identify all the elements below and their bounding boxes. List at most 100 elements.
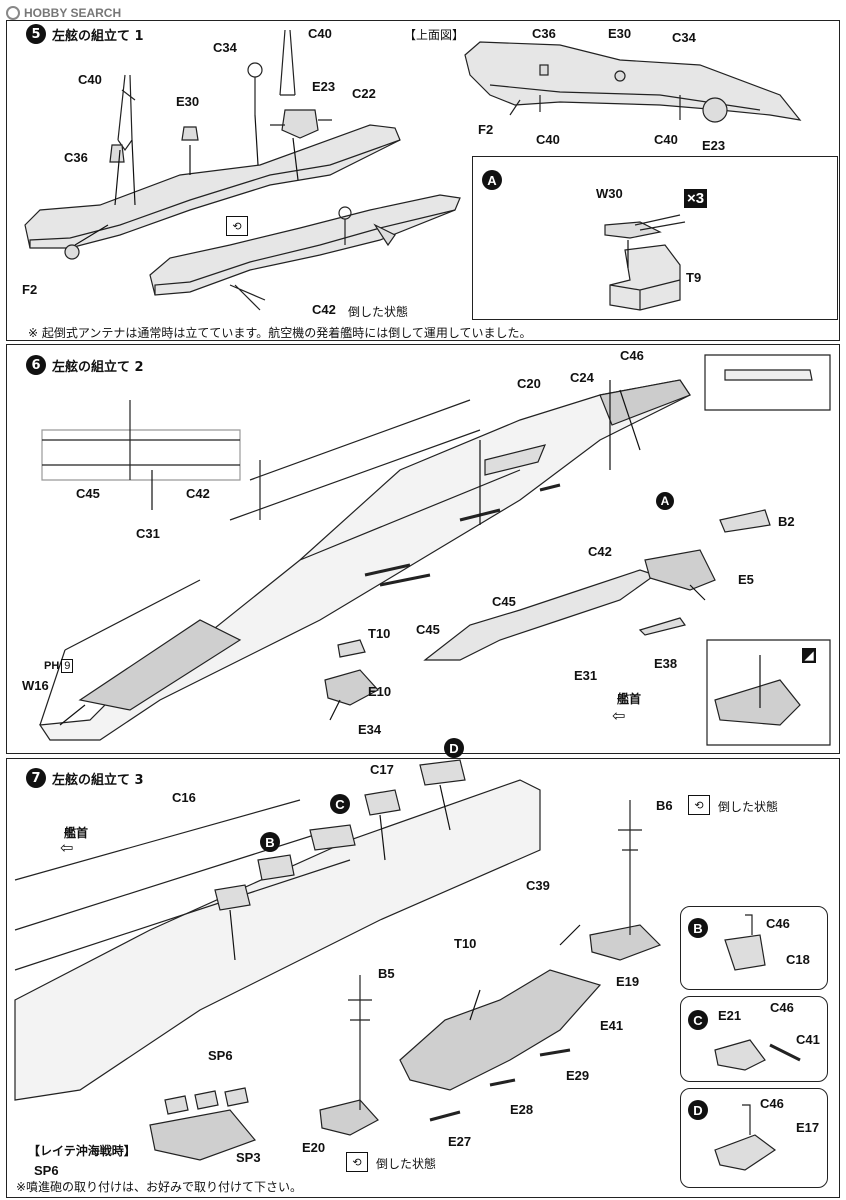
label-f2: F2	[22, 282, 38, 297]
c42-folded-note: 倒した状態	[348, 305, 409, 319]
tv-label-c40-left: C40	[536, 132, 560, 147]
step5-top-view	[464, 41, 802, 123]
step5-number: 5	[26, 24, 46, 44]
label-sp6-top: SP6	[208, 1048, 233, 1063]
tv-label-e30: E30	[608, 26, 632, 41]
label-c20: C20	[517, 376, 541, 391]
sub-a-label-w30: W30	[596, 186, 623, 201]
label-ph-num: 9	[61, 659, 74, 673]
label-c39: C39	[526, 878, 550, 893]
label-c46: C46	[620, 348, 644, 363]
sub-b-panel	[680, 906, 828, 990]
sub-a-label-t9: T9	[686, 270, 702, 285]
step6-drawing	[38, 354, 831, 746]
label-c16: C16	[172, 790, 196, 805]
label-c17: C17	[370, 762, 394, 777]
label-e23: E23	[312, 79, 336, 94]
label-c42: C42	[312, 302, 336, 317]
step5-drawing	[24, 29, 461, 311]
sub-c-label-c41: C41	[796, 1032, 820, 1047]
step6-title-text: 左舷の組立て 2	[52, 359, 144, 375]
step7-title: 7 左舷の組立て 3	[26, 768, 144, 788]
sub-b-label-c46: C46	[766, 916, 790, 931]
label-e34: E34	[358, 722, 382, 737]
step6-number: 6	[26, 355, 46, 375]
label-e38: E38	[654, 656, 678, 671]
step7-marker-b: B	[260, 832, 280, 852]
sub-a-marker: A	[482, 170, 502, 190]
label-e30: E30	[176, 94, 200, 109]
label-c45-inset: C45	[76, 486, 100, 501]
label-e29: E29	[566, 1068, 590, 1083]
step6-marker-a: A	[656, 492, 674, 510]
watermark: HOBBY SEARCH	[6, 4, 121, 22]
step7-number: 7	[26, 768, 46, 788]
sub-a-times-badge: ×3	[684, 189, 708, 208]
tv-label-c36: C36	[532, 26, 556, 41]
sub-c-marker: C	[688, 1010, 708, 1030]
label-sp3: SP3	[236, 1150, 261, 1165]
label-e27: E27	[448, 1134, 472, 1149]
sub-d-panel	[680, 1088, 828, 1188]
label-c31: C31	[136, 526, 160, 541]
tv-label-c34: C34	[672, 30, 696, 45]
label-e20: E20	[302, 1140, 326, 1155]
label-e5: E5	[738, 572, 754, 587]
label-c40-left: C40	[78, 72, 102, 87]
label-c34: C34	[213, 40, 237, 55]
label-c42-inset: C42	[186, 486, 210, 501]
sub-b-marker: B	[688, 918, 708, 938]
step5-panel	[6, 20, 840, 341]
sub-c-panel	[680, 996, 828, 1082]
label-e28: E28	[510, 1102, 534, 1117]
arrow-left-icon-step7: ⇦	[60, 838, 74, 857]
step5-title-text: 左舷の組立て 1	[52, 28, 144, 44]
label-e10: E10	[368, 684, 392, 699]
step7-marker-d: D	[444, 738, 464, 758]
bow-label-step6: 艦首	[617, 692, 642, 706]
sub-c-label-c46: C46	[770, 1000, 794, 1015]
sub-d-label-e17: E17	[796, 1120, 820, 1135]
rotate-view-icon-e20: ⟲	[346, 1152, 368, 1172]
label-c42-main: C42	[588, 544, 612, 559]
label-c45-main: C45	[492, 594, 516, 609]
label-e31: E31	[574, 668, 598, 683]
tv-label-e23: E23	[702, 138, 726, 153]
tv-label-c40-right: C40	[654, 132, 678, 147]
step7-marker-c: C	[330, 794, 350, 814]
step6-panel	[6, 344, 840, 754]
label-b6: B6	[656, 798, 673, 813]
leyte-label: 【レイテ沖海戦時】	[28, 1144, 136, 1158]
label-c24: C24	[570, 370, 594, 385]
label-c36: C36	[64, 150, 88, 165]
label-e19: E19	[616, 974, 640, 989]
step5-sub-a-drawing	[604, 214, 686, 311]
watermark-text: HOBBY SEARCH	[24, 6, 122, 20]
step7-panel	[6, 758, 840, 1198]
step7-title-text: 左舷の組立て 3	[52, 772, 144, 788]
watermark-logo-icon	[6, 6, 20, 20]
label-e41: E41	[600, 1018, 624, 1033]
step7-drawing	[14, 759, 801, 1171]
label-ph-text: PH	[44, 660, 60, 672]
label-c22: C22	[352, 86, 376, 101]
label-b5: B5	[378, 966, 395, 981]
step5-note: ※ 起倒式アンテナは通常時は立てています。航空機の発着艦時には倒して運用していま…	[28, 326, 532, 340]
label-w16: W16	[22, 678, 49, 693]
step5-sub-a-panel	[472, 156, 838, 320]
label-sp6-bottom: SP6	[34, 1163, 59, 1178]
label-c45-left: C45	[416, 622, 440, 637]
cement-icon: ◢	[802, 648, 817, 663]
rotate-view-icon-b6: ⟲	[688, 795, 710, 815]
label-t10-step7: T10	[454, 936, 477, 951]
sub-d-marker: D	[688, 1100, 708, 1120]
step5-title: 5 左舷の組立て 1	[26, 24, 144, 44]
sub-d-label-c46: C46	[760, 1096, 784, 1111]
b6-folded-note: 倒した状態	[718, 800, 779, 814]
step7-footnote: ※噴進砲の取り付けは、お好みで取り付けて下さい。	[16, 1180, 303, 1194]
e20-folded-note: 倒した状態	[376, 1157, 437, 1171]
label-c40-right: C40	[308, 26, 332, 41]
sub-b-label-c18: C18	[786, 952, 810, 967]
